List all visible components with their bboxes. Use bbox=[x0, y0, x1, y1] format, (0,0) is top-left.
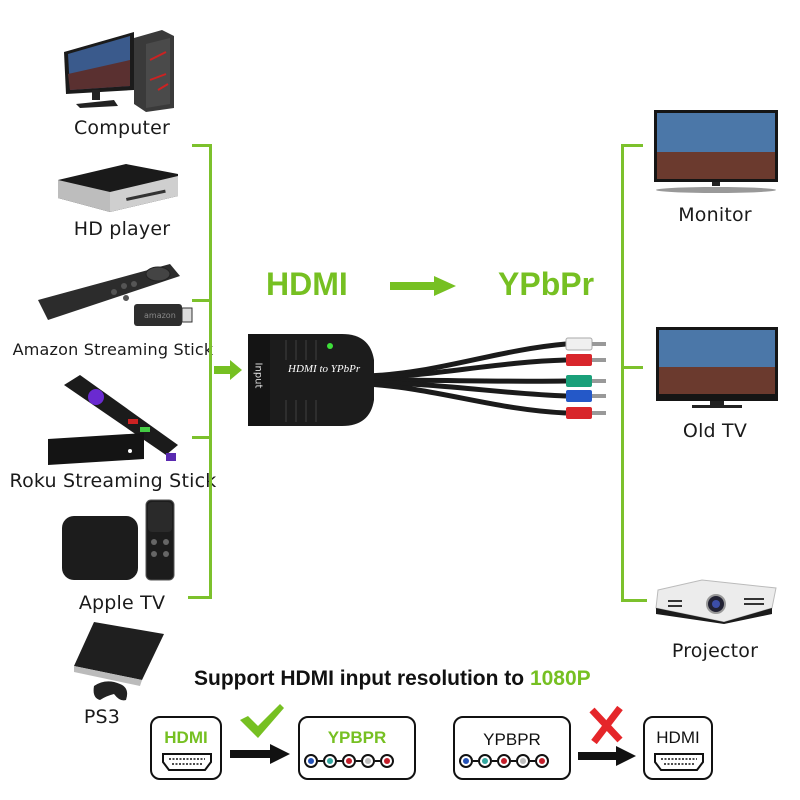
source-label-hd-player: HD player bbox=[73, 218, 171, 240]
source-label-roku-stick: Roku Streaming Stick bbox=[9, 470, 217, 492]
title-input-hdmi: HDMI bbox=[266, 266, 348, 302]
resolution-headline: Support HDMI input resolution to 1080P bbox=[194, 667, 591, 691]
right-bracket-tick-projector bbox=[621, 599, 647, 602]
unsupported-hdmi-box: HDMI bbox=[643, 716, 713, 780]
box-title-ypbpr-2: YPBPR bbox=[483, 730, 541, 749]
tv-icon bbox=[654, 325, 780, 411]
hdmi-port-icon-2 bbox=[653, 752, 705, 772]
left-bracket-vertical bbox=[209, 144, 212, 599]
supported-hdmi-box: HDMI bbox=[150, 716, 222, 780]
projector-icon bbox=[652, 578, 778, 624]
source-label-ps3: PS3 bbox=[83, 706, 121, 728]
headline-resolution: 1080P bbox=[529, 667, 591, 690]
right-bracket-tick-monitor bbox=[621, 144, 643, 147]
hdmi-port-icon bbox=[161, 752, 213, 772]
left-bracket-tick-apple-tv bbox=[188, 596, 212, 599]
svg-text:amazon: amazon bbox=[144, 311, 176, 320]
device-name-label: HDMI to YPbPr bbox=[288, 363, 361, 375]
supported-ypbpr-box: YPBPR bbox=[298, 716, 416, 780]
component-ports-icon-2 bbox=[459, 754, 549, 768]
title-output-ypbpr: YPbPr bbox=[498, 266, 595, 302]
left-bracket-tick-hd-player bbox=[192, 144, 212, 147]
display-label-old-tv: Old TV bbox=[682, 420, 748, 442]
monitor-icon bbox=[652, 108, 780, 194]
source-label-amazon-stick: Amazon Streaming Stick bbox=[12, 340, 214, 359]
box-title-hdmi: HDMI bbox=[164, 728, 208, 747]
supported-arrow-icon bbox=[230, 744, 292, 764]
box-title-hdmi-2: HDMI bbox=[656, 728, 700, 747]
headline-text: Support HDMI input resolution to bbox=[194, 667, 530, 690]
converter-device: Input HDMI to YPbPr bbox=[246, 330, 632, 430]
box-title-ypbpr: YPBPR bbox=[327, 728, 387, 747]
display-label-projector: Projector bbox=[671, 640, 759, 662]
title-arrow-icon bbox=[390, 276, 458, 296]
unsupported-ypbpr-box: YPBPR bbox=[453, 716, 571, 780]
cross-icon bbox=[588, 705, 624, 745]
computer-icon bbox=[62, 30, 182, 112]
component-ports-icon bbox=[304, 754, 394, 768]
apple-tv-icon bbox=[62, 498, 178, 582]
right-bracket-tick-tv bbox=[621, 366, 643, 369]
amazon-stick-icon: amazon bbox=[30, 258, 195, 330]
right-bracket-vertical bbox=[621, 144, 624, 602]
roku-stick-icon bbox=[44, 375, 184, 467]
source-label-computer: Computer bbox=[73, 117, 171, 139]
input-arrow-icon bbox=[214, 360, 244, 380]
device-port-label: Input bbox=[252, 362, 264, 389]
source-label-apple-tv: Apple TV bbox=[78, 592, 166, 614]
left-bracket-tick-amazon bbox=[192, 299, 212, 302]
left-bracket-tick-roku bbox=[192, 436, 212, 439]
check-icon bbox=[240, 704, 286, 740]
hd-player-icon bbox=[56, 162, 180, 214]
display-label-monitor: Monitor bbox=[678, 204, 752, 226]
unsupported-arrow-icon bbox=[578, 746, 638, 766]
ps3-icon bbox=[72, 620, 166, 704]
